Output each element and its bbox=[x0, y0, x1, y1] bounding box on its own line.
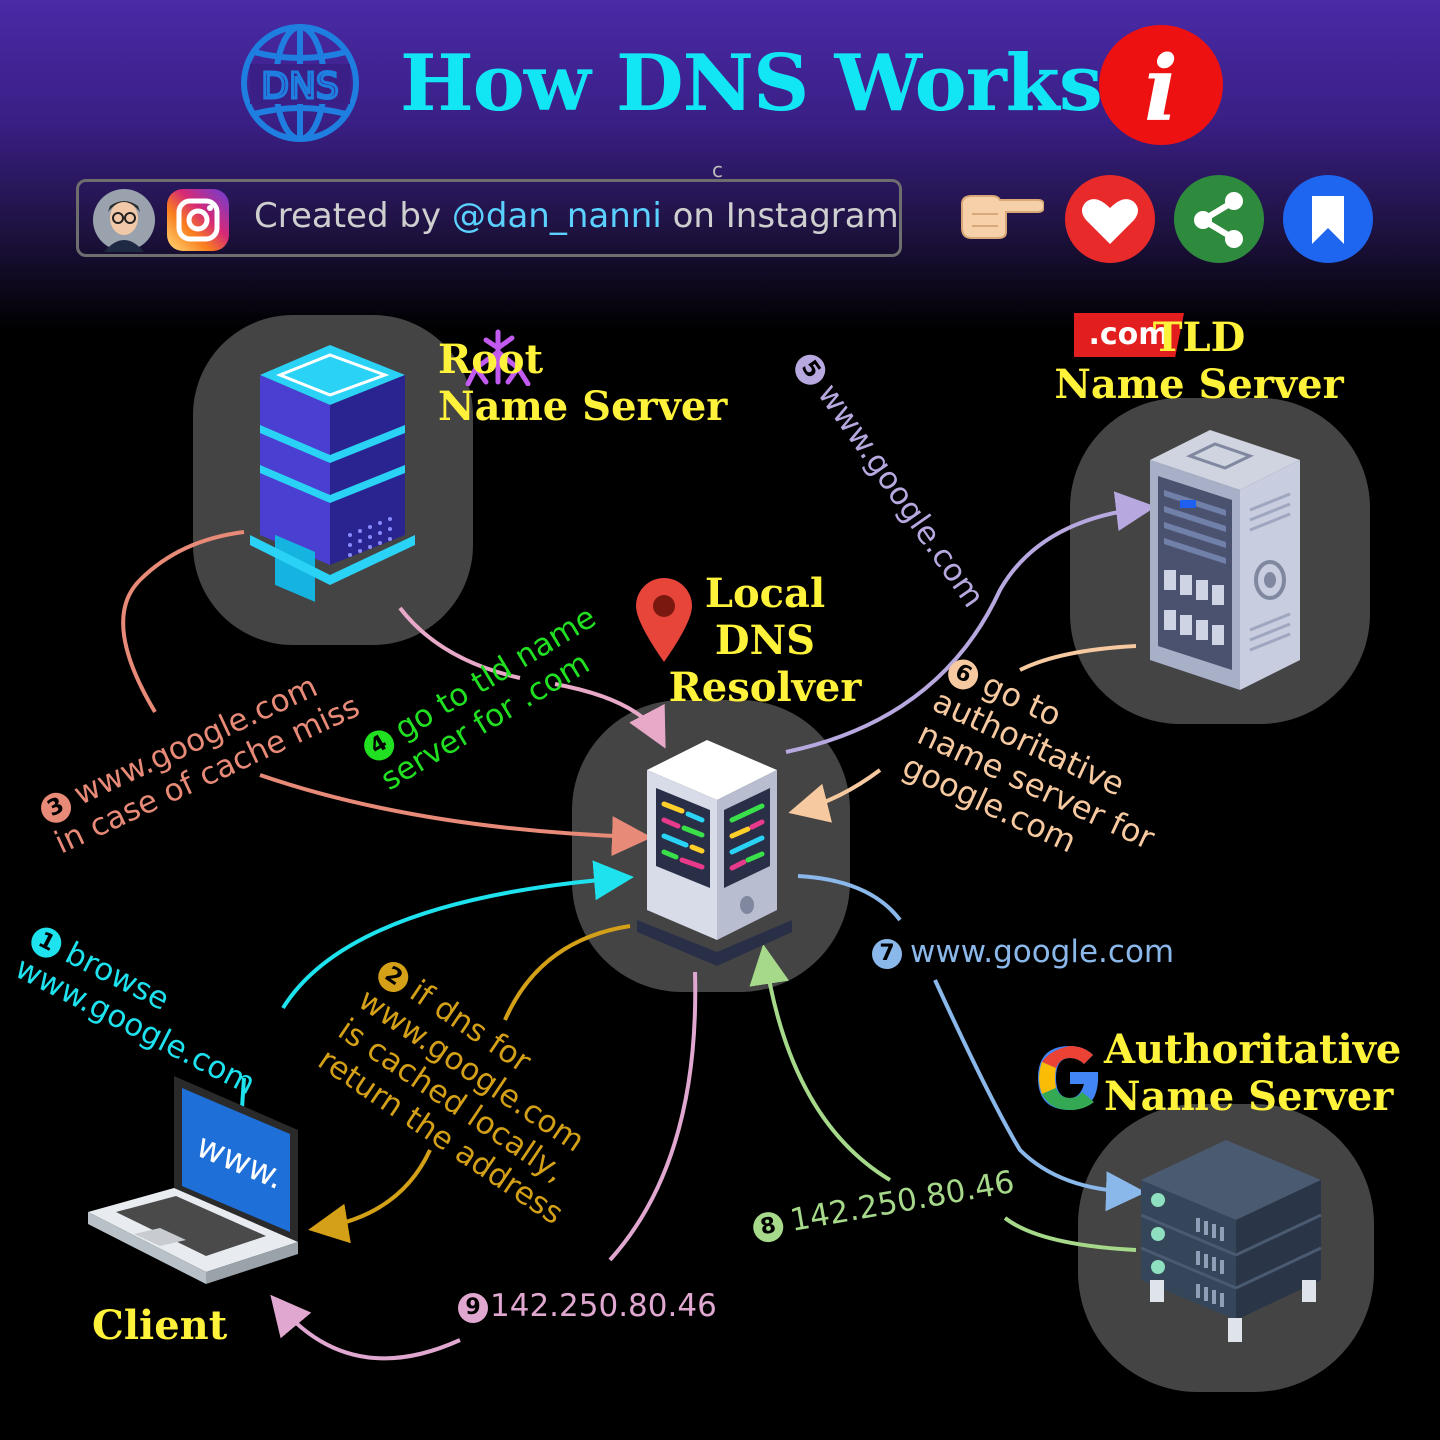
arrow-5 bbox=[785, 491, 1156, 754]
arrow-8 bbox=[765, 956, 1137, 1252]
google-g-icon bbox=[1038, 1046, 1099, 1110]
arrow-2 bbox=[320, 924, 631, 1228]
tld-server-label: TLD Name Server bbox=[1054, 314, 1344, 408]
root-server-label: Root Name Server bbox=[438, 336, 728, 430]
arrow-7 bbox=[797, 874, 1134, 1192]
tld-server-icon bbox=[1150, 430, 1300, 690]
root-tree-icon bbox=[465, 329, 531, 386]
auth-server-label: Authoritative Name Server bbox=[1104, 1026, 1402, 1120]
arrow-3 bbox=[121, 530, 640, 837]
client-label: Client bbox=[92, 1302, 228, 1349]
avatar bbox=[93, 189, 155, 252]
arrow-4 bbox=[398, 606, 660, 738]
share-icon[interactable] bbox=[1173, 174, 1265, 264]
credit-prefix: Created by bbox=[254, 196, 442, 236]
auth-server-icon bbox=[1140, 1140, 1322, 1342]
svg-text:i: i bbox=[1144, 36, 1178, 142]
resolver-label: Local DNS Resolver bbox=[668, 570, 862, 711]
heart-icon[interactable] bbox=[1064, 174, 1156, 264]
connector-client bbox=[240, 1077, 246, 1109]
info-icon[interactable]: i bbox=[1098, 24, 1224, 146]
credit-box bbox=[76, 179, 902, 257]
arrow-6 bbox=[800, 644, 1137, 810]
bookmark-icon[interactable] bbox=[1282, 174, 1374, 264]
instagram-icon[interactable] bbox=[166, 188, 230, 252]
dns-logo-text: DNS bbox=[261, 66, 339, 107]
location-pin-icon bbox=[636, 578, 692, 662]
step-8-num: 8 bbox=[750, 1209, 786, 1244]
tld-badge: .com bbox=[1074, 313, 1184, 357]
resolver-server-icon bbox=[637, 740, 792, 966]
credit-suffix: on Instagram bbox=[672, 196, 899, 236]
stray-char: c bbox=[712, 158, 723, 182]
step-7-num: 7 bbox=[872, 938, 902, 969]
root-server-icon bbox=[250, 345, 415, 602]
credit-handle[interactable]: @dan_nanni bbox=[451, 196, 662, 236]
laptop-icon: www. bbox=[88, 1076, 298, 1284]
step-9-num: 9 bbox=[458, 1292, 488, 1323]
arrow-9 bbox=[278, 971, 698, 1361]
dns-globe-icon: DNS bbox=[241, 24, 359, 142]
credit-text: Created by @dan_nanni on Instagram bbox=[254, 196, 899, 236]
page-title: How DNS Works bbox=[400, 38, 1103, 129]
arrow-1 bbox=[281, 860, 634, 1010]
